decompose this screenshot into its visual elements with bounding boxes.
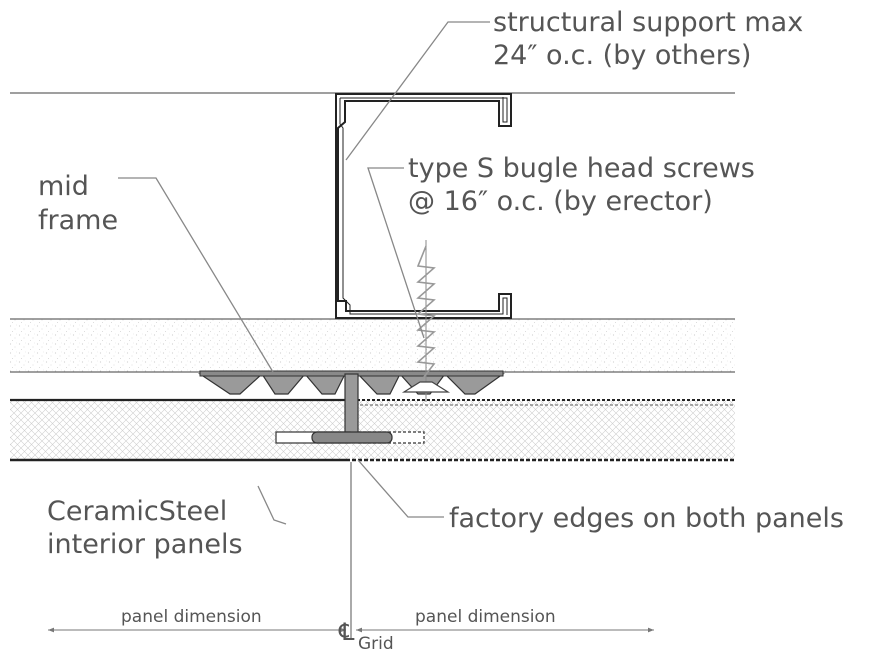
leader-mid-frame <box>118 177 274 373</box>
label-screws-line2: @ 16″ o.c. (by erector) <box>408 186 713 217</box>
label-structural-support-line1: structural support max <box>493 7 803 38</box>
centerline-symbol: ℄ <box>338 618 355 646</box>
screw-body <box>416 245 436 394</box>
label-panels-line2: interior panels <box>47 529 243 560</box>
panel-left <box>10 400 350 460</box>
label-panels-line1: CeramicSteel <box>47 496 227 527</box>
label-structural-support-line2: 24″ o.c. (by others) <box>493 40 751 71</box>
c-channel-inner <box>339 97 508 315</box>
leader-panels <box>257 485 287 525</box>
label-mid-frame-line2: frame <box>38 205 118 236</box>
centerline-grid-label: Grid <box>358 634 394 652</box>
panel-right <box>352 400 735 460</box>
screw-head <box>401 381 451 393</box>
leader-structural-support <box>345 21 490 161</box>
c-channel-outer <box>335 93 512 319</box>
insulation-layer <box>10 319 735 372</box>
label-factory-edges: factory edges on both panels <box>449 503 844 534</box>
clip-core <box>311 431 393 444</box>
mid-frame-stem <box>344 373 359 437</box>
label-panel-dimension-right: panel dimension <box>415 607 556 627</box>
leader-factory-edges <box>357 459 444 518</box>
label-screws-line1: type S bugle head screws <box>408 153 755 184</box>
leader-screws <box>367 167 425 339</box>
label-mid-frame-line1: mid <box>38 171 89 202</box>
label-panel-dimension-left: panel dimension <box>121 607 262 627</box>
